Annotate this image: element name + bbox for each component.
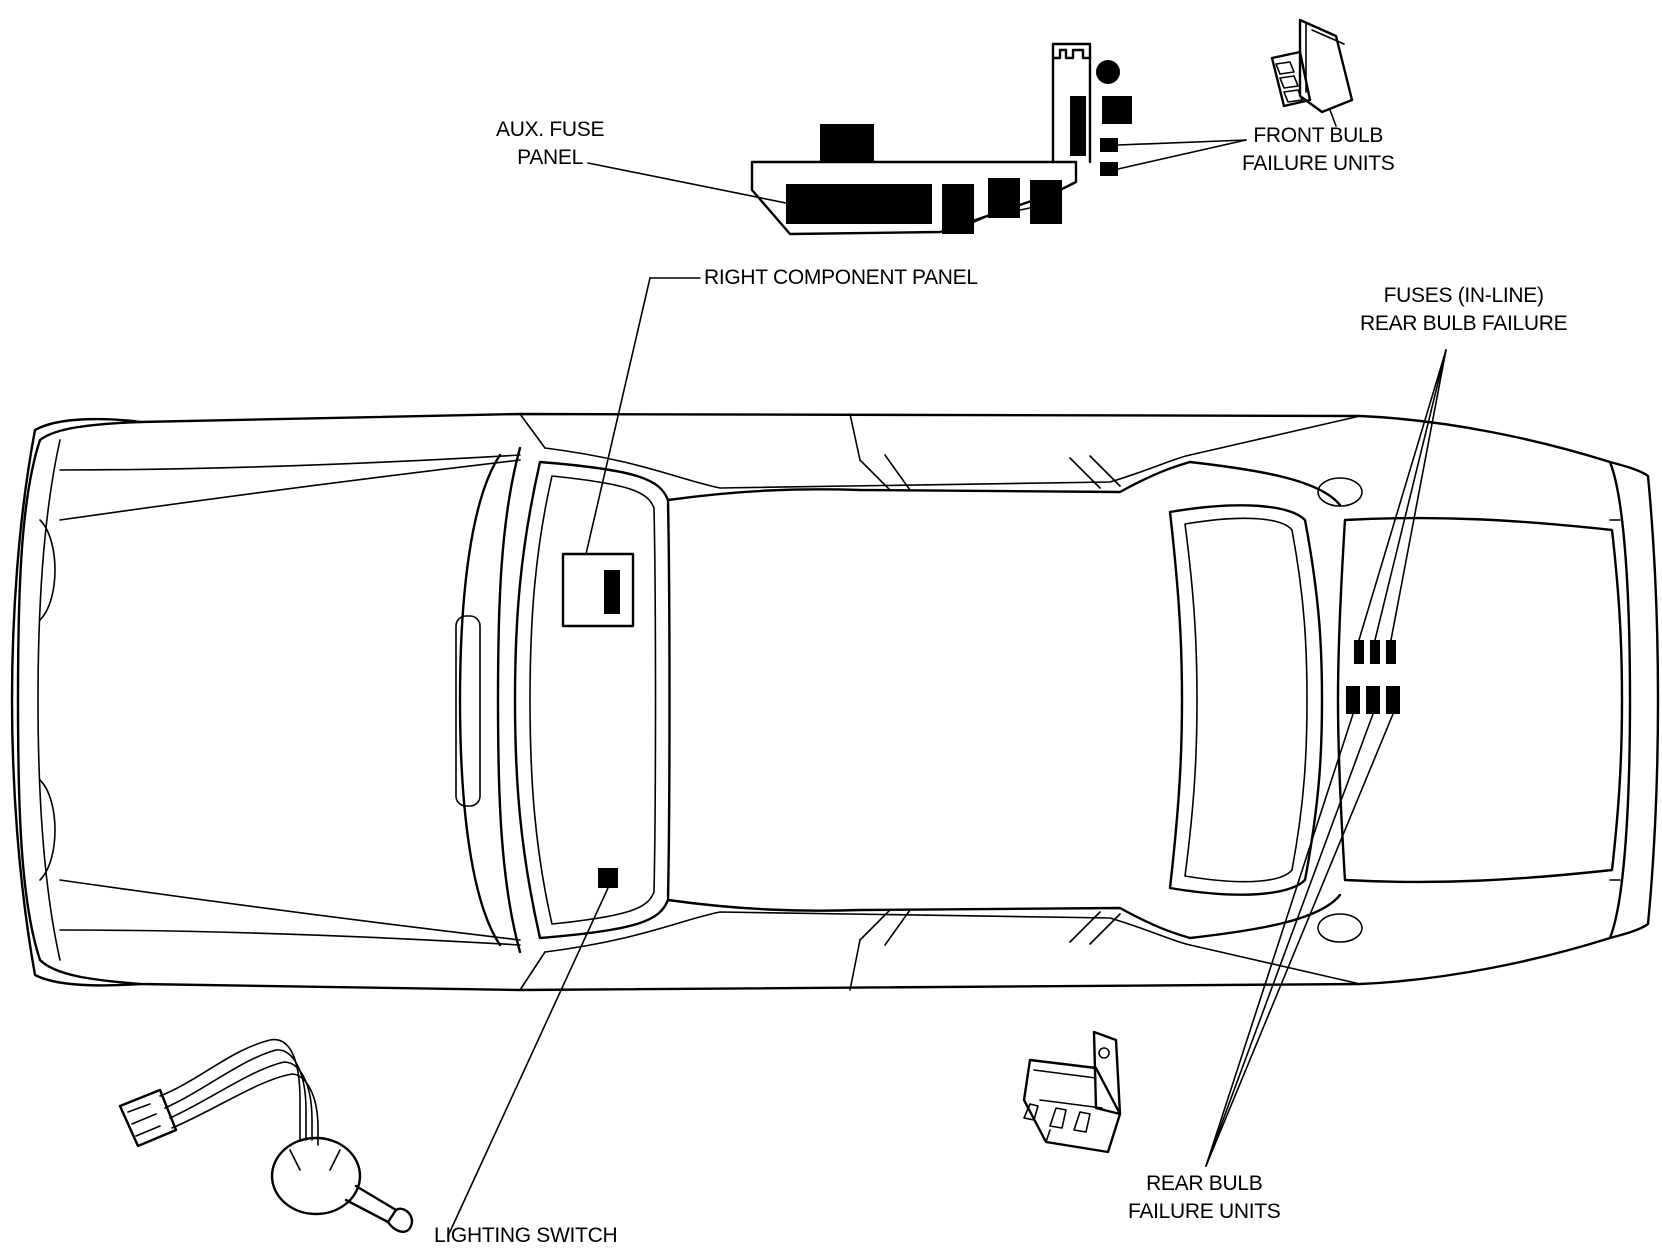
rear-bulb-failure-units-label-line2: FAILURE UNITS <box>1128 1200 1281 1223</box>
lighting-switch-location <box>598 868 618 888</box>
right-component-panel-label-text: RIGHT COMPONENT PANEL <box>704 266 978 289</box>
front-bulb-failure-units-label-line2: FAILURE UNITS <box>1242 152 1395 175</box>
lighting-switch-label-text: LIGHTING SWITCH <box>434 1224 618 1247</box>
rear-bulb-failure-units-location <box>1346 686 1400 714</box>
front-bulb-failure-units-label: FRONT BULB FAILURE UNITS <box>1242 122 1395 178</box>
car-body <box>10 412 1660 992</box>
lighting-switch-label: LIGHTING SWITCH <box>434 1222 618 1250</box>
aux-fuse-panel-label-line1: AUX. FUSE <box>496 118 605 141</box>
aux-fuse-panel-detail <box>750 42 1132 236</box>
in-line-fuses-rear-bulb-failure <box>1354 640 1396 664</box>
right-component-panel-label: RIGHT COMPONENT PANEL <box>704 264 978 292</box>
aux-fuse-panel-label-line2: PANEL <box>517 146 583 169</box>
right-component-panel-location <box>561 552 635 628</box>
front-bulb-failure-units-label-line1: FRONT BULB <box>1253 124 1384 147</box>
front-bulb-failure-unit-illustration <box>1270 18 1354 127</box>
leader-lines <box>447 139 1447 1237</box>
fuses-in-line-rear-bulb-failure-label: FUSES (IN-LINE) REAR BULB FAILURE <box>1360 282 1568 338</box>
aux-fuse-panel-label: AUX. FUSE PANEL <box>496 116 604 172</box>
fuses-in-line-label-line1: FUSES (IN-LINE) <box>1383 284 1544 307</box>
rear-bulb-failure-units-label: REAR BULB FAILURE UNITS <box>1128 1170 1281 1226</box>
lighting-switch-illustration <box>118 1038 414 1233</box>
rear-bulb-failure-unit-illustration <box>1022 1030 1122 1154</box>
fuses-in-line-label-line2: REAR BULB FAILURE <box>1360 312 1568 335</box>
rear-bulb-failure-units-label-line1: REAR BULB <box>1146 1172 1263 1195</box>
